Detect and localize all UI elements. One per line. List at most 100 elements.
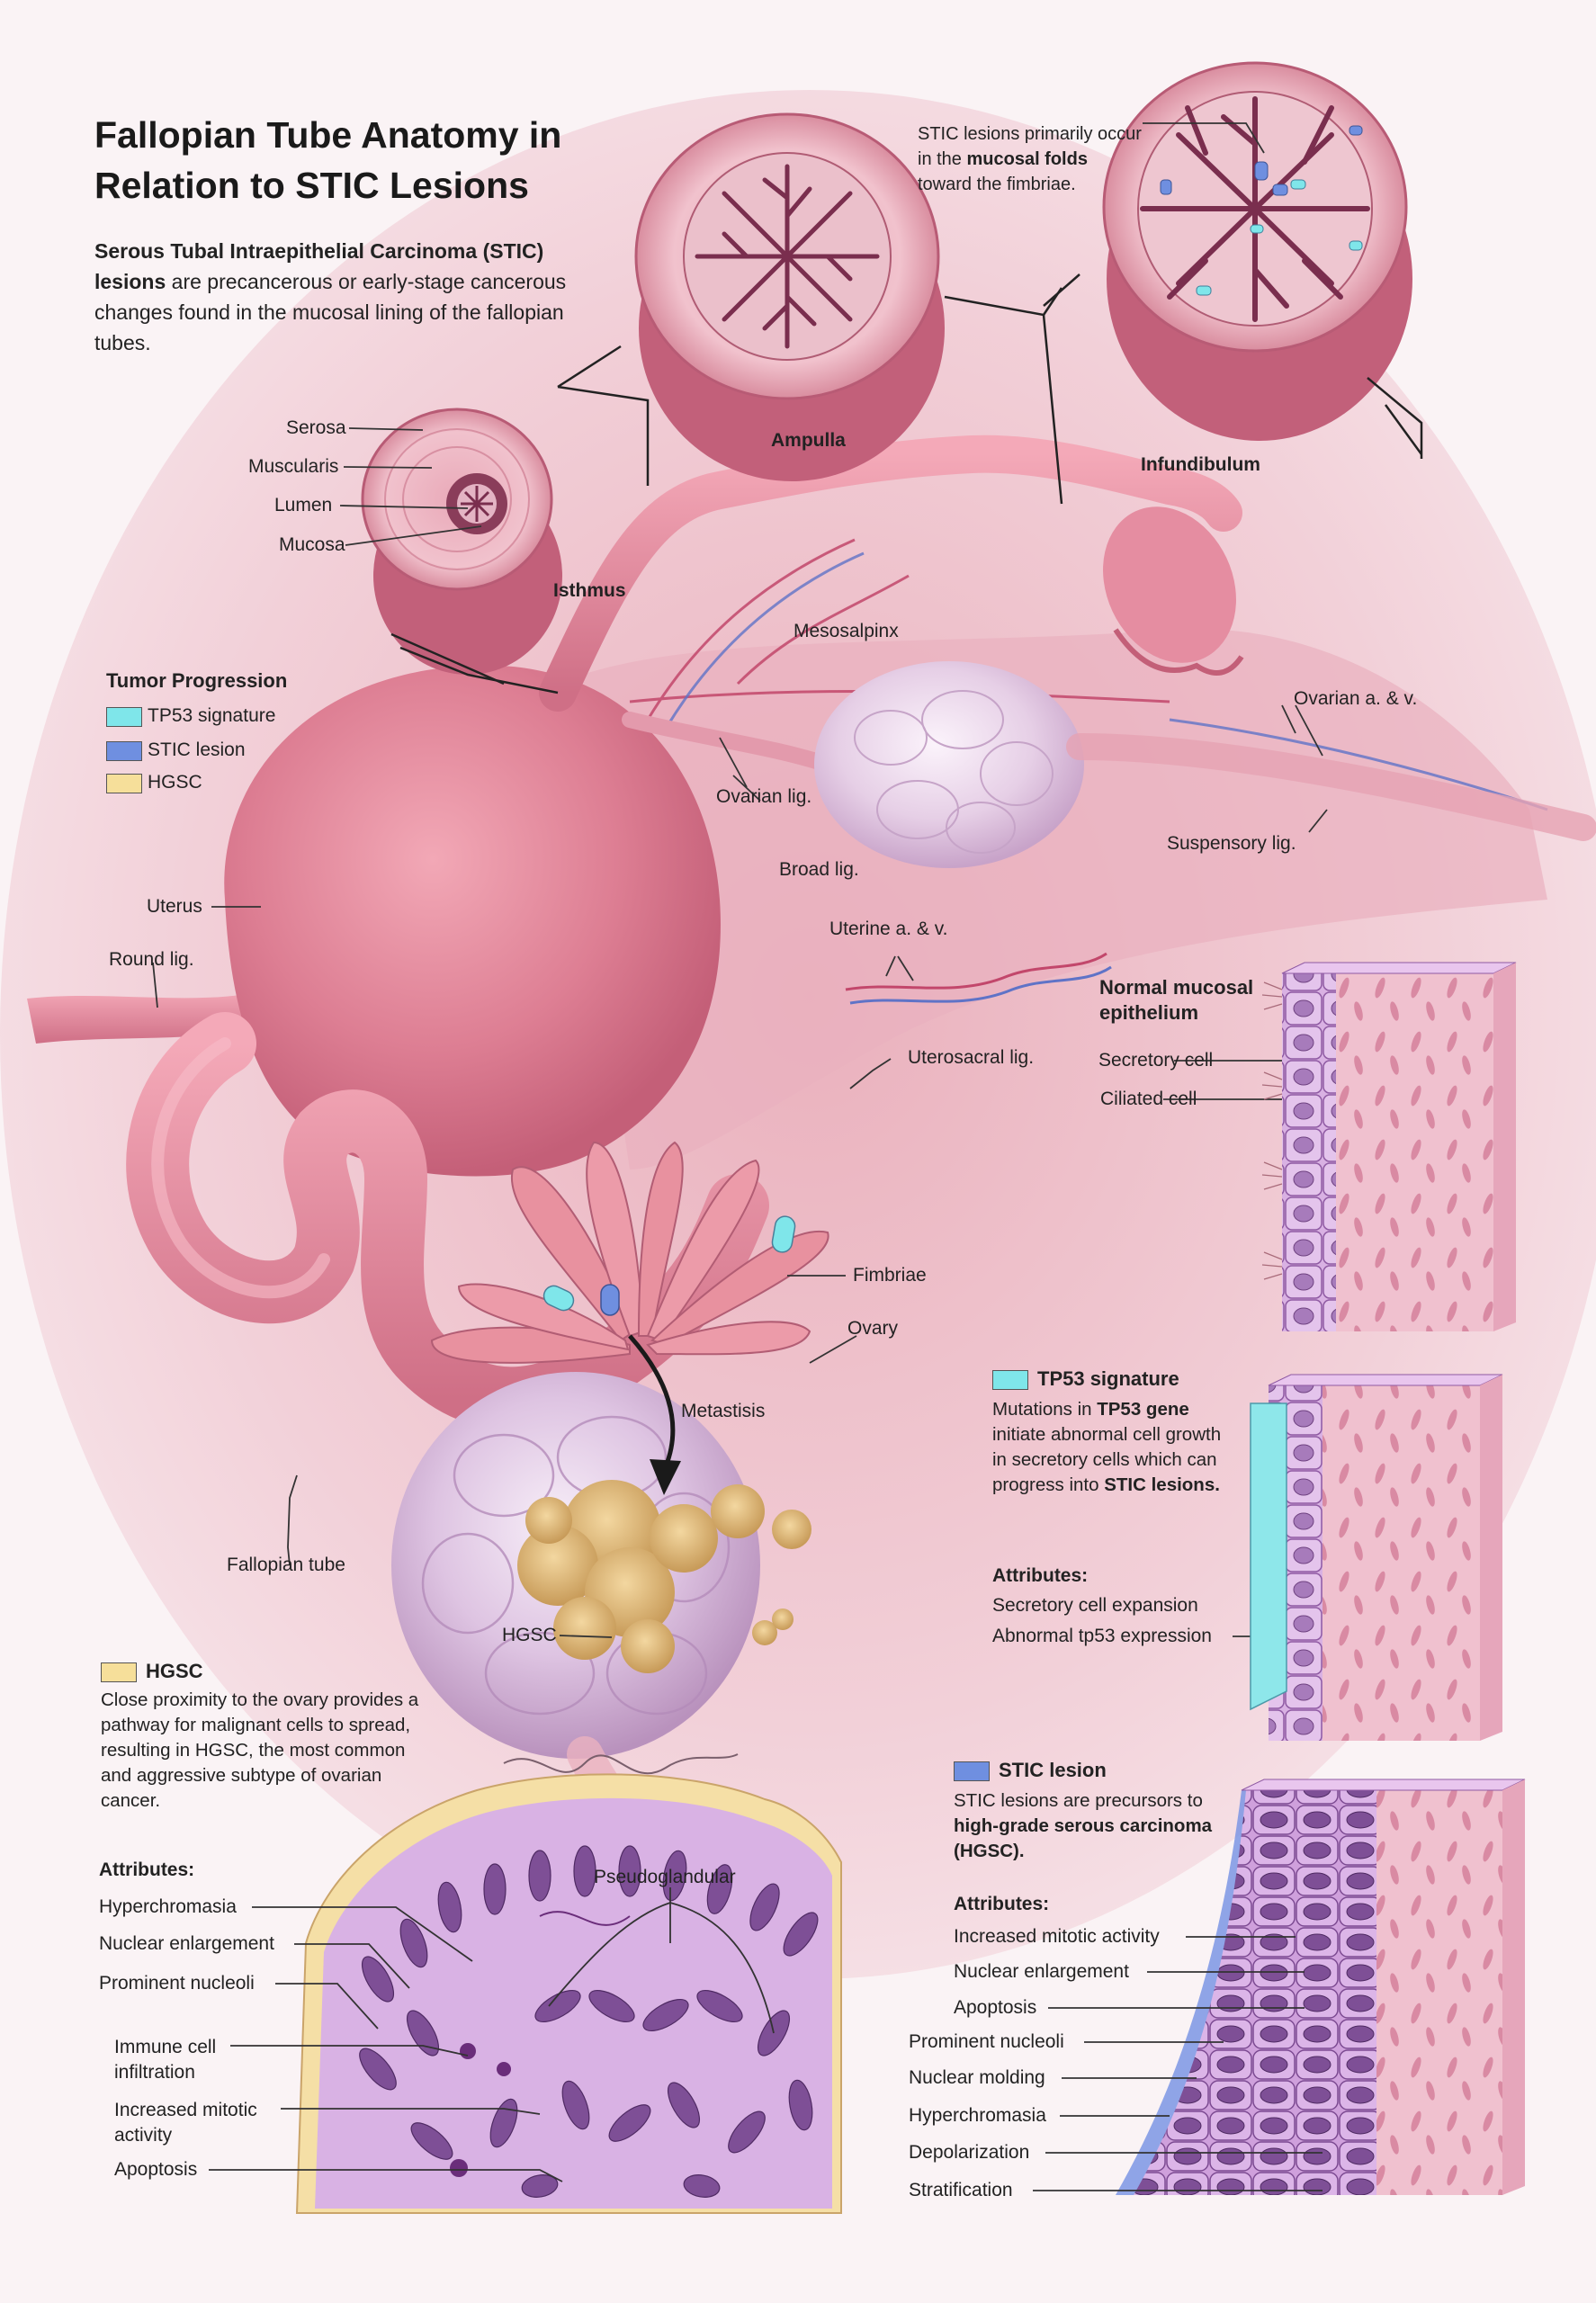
stic-panel-swatch — [954, 1761, 990, 1781]
normal-epithelium-block — [1261, 962, 1517, 1331]
stic-attribute-increased-mitotic-activity: Increased mitotic activity — [954, 1926, 1160, 1947]
label-uterus: Uterus — [147, 896, 202, 917]
stic-epithelium-block — [1116, 1779, 1526, 2195]
label-serosa: Serosa — [286, 417, 346, 438]
stic-location-note: STIC lesions primarily occur in the muco… — [918, 121, 1143, 197]
label-round-ligament: Round lig. — [109, 949, 194, 970]
section-connectors — [399, 287, 1423, 694]
hgsc-panel-header: HGSC — [101, 1660, 281, 1685]
hgsc-attribute-nuclear-enlargement: Nuclear enlargement — [99, 1933, 274, 1954]
intro-rest: are precancerous or early-stage cancerou… — [94, 270, 567, 354]
page-title: Fallopian Tube Anatomy in Relation to ST… — [94, 110, 742, 211]
note-pre: STIC lesions primarily occur in the — [918, 124, 1142, 169]
uterine-vessels — [845, 952, 1107, 991]
stic-desc-pre: STIC lesions are precursors to — [954, 1790, 1203, 1811]
legend-swatch-hgsc — [106, 774, 142, 793]
label-isthmus: Isthmus — [553, 580, 626, 601]
tumor-progression-legend: Tumor Progression TP53 signature STIC le… — [106, 669, 376, 795]
hgsc-attributes-title: Attributes: — [99, 1859, 195, 1880]
hgsc-histology-block — [295, 1773, 842, 2214]
tp53-attribute-1: Secretory cell expansion — [992, 1595, 1198, 1616]
stic-description: STIC lesions are precursors to high-grad… — [954, 1788, 1224, 1864]
label-ampulla: Ampulla — [771, 430, 846, 451]
hgsc-attribute-apoptosis: Apoptosis — [114, 2159, 198, 2180]
tp53-attribute-2: Abnormal tp53 expression — [992, 1626, 1212, 1646]
label-metastisis: Metastisis — [681, 1401, 766, 1421]
infundibulum-cross-section — [1102, 61, 1412, 441]
tp53-desc-pre: Mutations in — [992, 1399, 1098, 1420]
label-hgsc-tumor: HGSC — [502, 1625, 557, 1645]
upper-infundibulum — [1103, 506, 1236, 663]
upper-fallopian-tube — [539, 435, 1242, 712]
upper-ovary — [814, 661, 1084, 868]
legend-label-tp53: TP53 signature — [148, 705, 276, 726]
title-line-1: Fallopian Tube Anatomy in — [94, 114, 562, 156]
label-broad-ligament: Broad lig. — [779, 859, 859, 880]
legend-title: Tumor Progression — [106, 669, 288, 692]
tp53-attributes-title: Attributes: — [992, 1565, 1089, 1586]
stic-panel-header: STIC lesion — [954, 1759, 1188, 1784]
hgsc-attribute-increased-mitotic-activity: Increased mitotic activity — [114, 2100, 257, 2146]
ampulla-cross-section — [634, 112, 945, 481]
intro-bold: Serous Tubal Intraepithelial Carcinoma (… — [94, 239, 544, 293]
isthmus-cross-section — [361, 408, 562, 675]
normal-title-line-2: epithelium — [1099, 1001, 1199, 1024]
label-ovary: Ovary — [847, 1318, 899, 1339]
label-ciliated-cell: Ciliated cell — [1100, 1089, 1197, 1109]
hgsc-attribute-immune-cell-infiltration: Immune cell infiltration — [114, 2037, 217, 2083]
label-muscularis: Muscularis — [248, 456, 339, 477]
label-uterine-artery-vein: Uterine a. & v. — [829, 919, 948, 939]
label-mesosalpinx: Mesosalpinx — [794, 621, 899, 641]
label-mucosa: Mucosa — [279, 534, 345, 555]
label-secretory-cell: Secretory cell — [1098, 1050, 1214, 1071]
tp53-panel-title: TP53 signature — [1037, 1367, 1179, 1390]
ovarian-ligament — [622, 712, 836, 773]
tp53-desc-bold: TP53 gene — [1097, 1399, 1189, 1420]
label-fimbriae: Fimbriae — [853, 1265, 927, 1286]
legend-label-stic: STIC lesion — [148, 739, 246, 760]
suspensory-ligament — [1066, 733, 1596, 841]
tp53-epithelium-block — [1250, 1374, 1503, 1741]
label-ovarian-ligament: Ovarian lig. — [716, 786, 812, 807]
note-post: toward the fimbriae. — [918, 175, 1076, 194]
tp53-desc-mid: initiate abnormal cell growth in secreto… — [992, 1424, 1222, 1495]
hgsc-attribute-prominent-nucleoli: Prominent nucleoli — [99, 1973, 255, 1994]
label-suspensory-ligament: Suspensory lig. — [1167, 833, 1296, 854]
hgsc-description: Close proximity to the ovary provides a … — [101, 1689, 419, 1811]
normal-title-line-1: Normal mucosal — [1099, 976, 1254, 999]
legend-label-hgsc: HGSC — [148, 772, 202, 793]
label-ovarian-artery-vein: Ovarian a. & v. — [1294, 688, 1418, 709]
stic-attribute-nuclear-enlargement: Nuclear enlargement — [954, 1961, 1129, 1982]
legend-swatch-tp53 — [106, 707, 142, 727]
metastasis-arrow — [628, 1334, 676, 1467]
stic-attributes-title: Attributes: — [954, 1894, 1050, 1914]
intro-paragraph: Serous Tubal Intraepithelial Carcinoma (… — [94, 236, 598, 358]
fimbriae — [430, 1141, 829, 1364]
uterus — [224, 665, 721, 1177]
stic-attribute-apoptosis: Apoptosis — [954, 1997, 1037, 2018]
tp53-panel-header: TP53 signature — [992, 1367, 1244, 1393]
note-bold: mucosal folds — [966, 149, 1088, 169]
hgsc-panel-swatch — [101, 1662, 137, 1682]
tp53-description: Mutations in TP53 gene initiate abnormal… — [992, 1397, 1235, 1498]
normal-epithelium-title: Normal mucosal epithelium — [1099, 975, 1253, 1026]
label-pseudoglandular: Pseudoglandular — [594, 1867, 736, 1887]
label-infundibulum: Infundibulum — [1141, 454, 1260, 475]
stic-attribute-stratification: Stratification — [909, 2180, 1013, 2200]
legend-swatch-stic — [106, 741, 142, 761]
stic-desc-bold: high-grade serous carcinoma (HGSC). — [954, 1815, 1213, 1861]
hgsc-attribute-hyperchromasia: Hyperchromasia — [99, 1896, 237, 1917]
hgsc-tumor — [517, 1480, 811, 1673]
stic-attribute-depolarization: Depolarization — [909, 2142, 1030, 2163]
tp53-desc-bold2: STIC lesions. — [1104, 1474, 1220, 1495]
stic-attribute-nuclear-molding: Nuclear molding — [909, 2067, 1045, 2088]
label-lumen: Lumen — [274, 495, 333, 515]
hgsc-panel-title: HGSC — [146, 1660, 203, 1682]
stic-panel-title: STIC lesion — [999, 1759, 1107, 1781]
title-line-2: Relation to STIC Lesions — [94, 165, 529, 206]
tp53-panel-swatch — [992, 1370, 1028, 1390]
label-uterosacral-ligament: Uterosacral lig. — [908, 1047, 1035, 1068]
label-fallopian-tube: Fallopian tube — [227, 1555, 345, 1575]
